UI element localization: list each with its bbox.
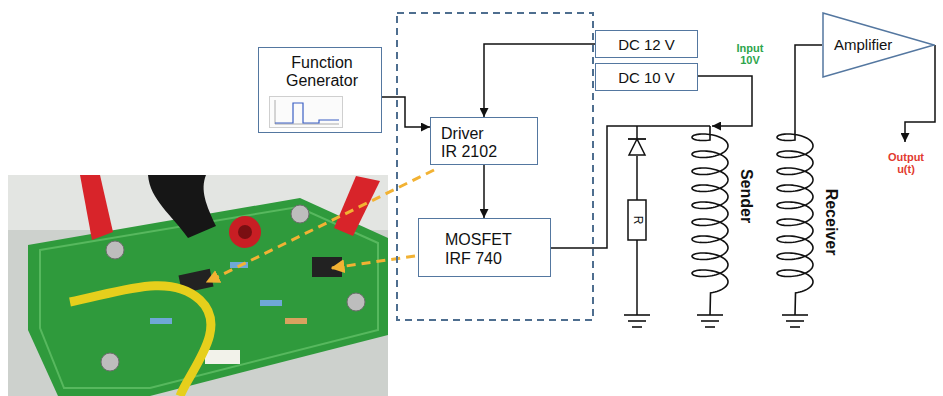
ground-symbol [782,314,808,316]
leader-arrow [207,170,434,282]
coil-symbol [777,130,813,315]
supply-box: DC 12 V [595,30,698,58]
node-text: Function Generator [266,54,378,91]
coil-symbols [692,126,813,315]
ground-symbol [701,320,719,322]
mosfet-box: MOSFET IRF 740 [418,218,551,277]
output-note: Output u(t) [884,151,928,175]
coil-symbol [692,126,728,315]
ground-symbol [697,314,723,316]
connector-arrow [484,44,595,117]
ground-symbol [624,314,650,316]
ground-symbol [632,326,642,328]
supply-box: DC 10 V [595,63,698,91]
diode-symbol [628,139,646,155]
connector-arrow [483,165,485,218]
ground-symbol [628,320,646,322]
leader-arrow [332,256,415,268]
circuit-wires [551,45,935,315]
node-text: Driver IR 2102 [441,125,503,162]
coil-name: Receiver [822,189,840,256]
input-note: Input 10V [732,42,768,66]
connector-arrow [382,97,430,127]
resistor-label: R [630,216,643,225]
node-text: MOSFET IRF 740 [445,231,529,268]
ground-symbol [786,320,804,322]
ground-symbol [705,326,715,328]
generator-box: Function Generator [258,47,382,133]
amplifier-triangle: Amplifier [822,12,935,78]
resistor-symbol [628,200,646,240]
board-enclosure [397,13,593,320]
coil-name: Sender [737,169,755,223]
driver-box: Driver IR 2102 [430,117,538,165]
board-photo [8,175,388,396]
ground-symbol [790,326,800,328]
ground-symbols [624,315,808,327]
waveform-thumbnail [269,96,343,128]
node-text: Amplifier [834,36,892,53]
node-text: DC 12 V [618,36,675,53]
node-text: DC 10 V [618,69,675,86]
